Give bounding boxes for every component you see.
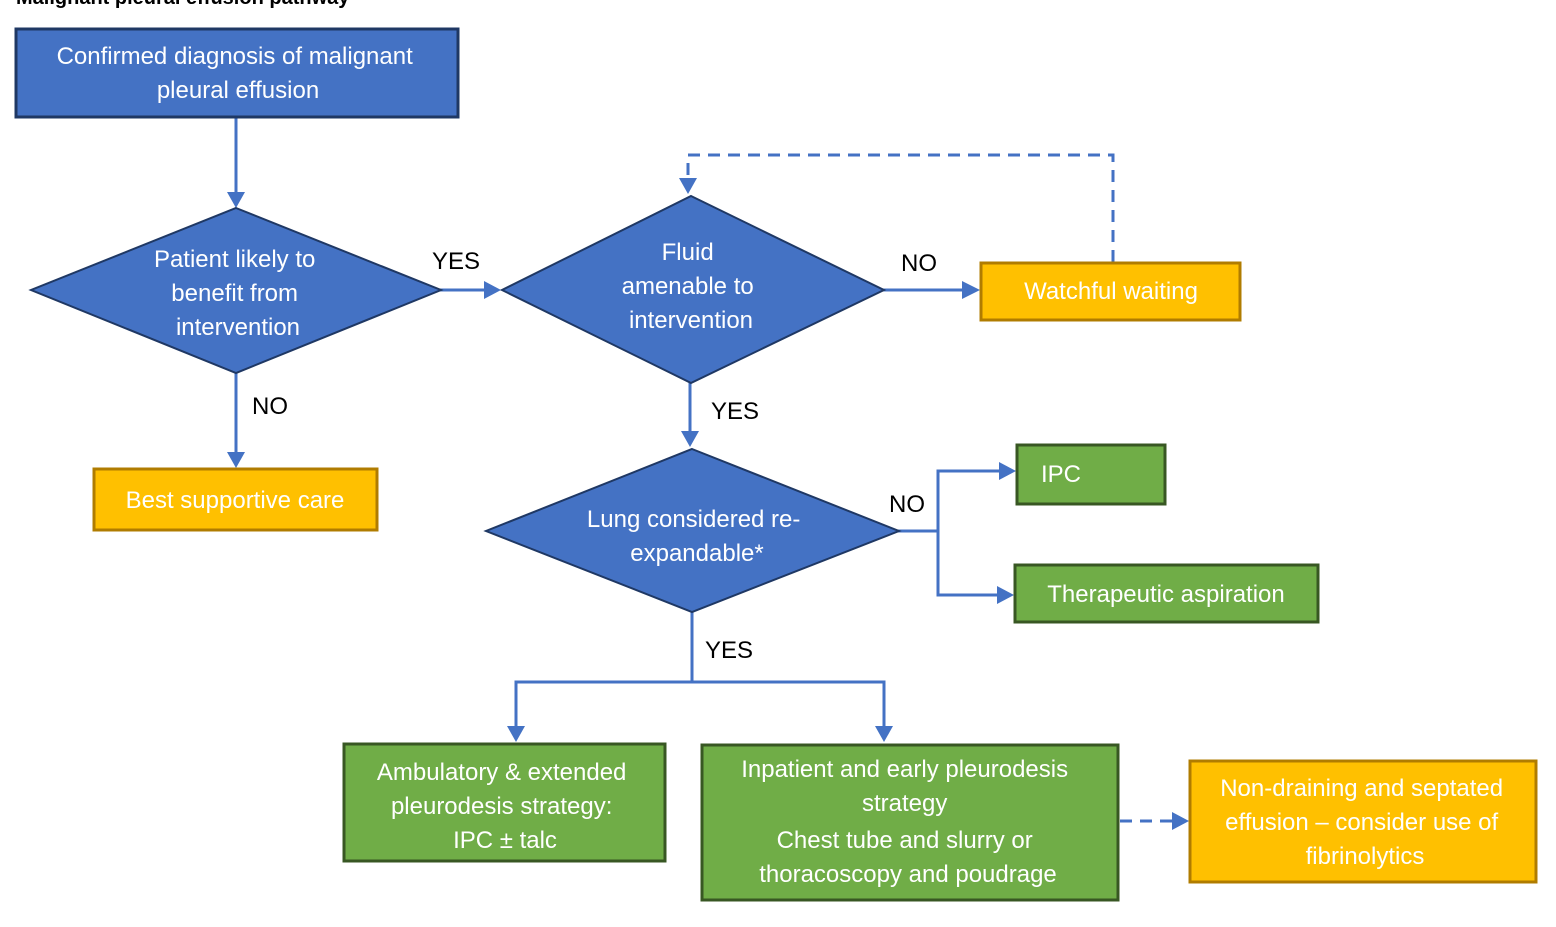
- node-shape: [92, 467, 379, 532]
- node-line: Confirmed diagnosis of malignant: [57, 43, 414, 70]
- edge-lung-ambulatory: [514, 611, 694, 728]
- arrowhead: [997, 586, 1014, 604]
- node-line: Chest tube and slurry or: [777, 827, 1033, 854]
- node-shape: [28, 206, 444, 375]
- edge-lung-ipc: [898, 469, 1001, 533]
- arrowhead: [875, 726, 893, 742]
- node-inpatient-strategy: Inpatient and early pleurodesis strategy…: [700, 743, 1120, 902]
- decision-fluid-amenable: Fluid amenable to intervention: [499, 194, 887, 385]
- node-line: Ambulatory & extended: [377, 759, 626, 786]
- edge-label-yes: YES: [705, 637, 753, 664]
- node-line: Watchful waiting: [1024, 278, 1198, 305]
- edge-label-no: NO: [889, 491, 925, 518]
- edge-watchful-fluid-loop: [686, 153, 1115, 262]
- node-text: Fluid amenable to intervention: [622, 239, 761, 334]
- node-ambulatory-strategy: Ambulatory & extended pleurodesis strate…: [342, 742, 667, 863]
- node-line: effusion – consider use of: [1225, 809, 1498, 836]
- node-line: Therapeutic aspiration: [1047, 581, 1284, 608]
- node-shape: [483, 447, 902, 614]
- node-ipc: IPC: [1015, 443, 1167, 506]
- node-text: Patient likely to benefit from intervent…: [154, 246, 322, 341]
- decision-lung-reexpandable: Lung considered re- expandable*: [483, 447, 902, 614]
- node-shape: [1013, 563, 1320, 624]
- node-text: Therapeutic aspiration: [1047, 581, 1284, 608]
- node-non-draining-effusion: Non-draining and septated effusion – con…: [1188, 759, 1538, 884]
- arrowhead: [227, 192, 245, 208]
- edge-label-no: NO: [901, 250, 937, 277]
- node-line: Fluid: [662, 239, 714, 266]
- arrowhead: [999, 462, 1016, 480]
- node-confirmed-diagnosis: Confirmed diagnosis of malignant pleural…: [14, 27, 460, 119]
- node-line: expandable*: [630, 540, 763, 567]
- edge-labels: YES NO NO YES NO YES: [252, 248, 937, 664]
- arrowhead: [679, 178, 697, 194]
- node-line: benefit from: [171, 280, 298, 307]
- node-line: Patient likely to: [154, 246, 315, 273]
- node-shape: [342, 742, 667, 863]
- node-text: IPC: [1041, 461, 1081, 488]
- node-text: Best supportive care: [126, 487, 345, 514]
- node-text: Non-draining and septated effusion – con…: [1220, 775, 1510, 870]
- node-line: intervention: [629, 307, 753, 334]
- node-line: fibrinolytics: [1306, 843, 1425, 870]
- node-text: Inpatient and early pleurodesis strategy…: [741, 756, 1075, 888]
- edge-label-yes: YES: [432, 248, 480, 275]
- node-line: Lung considered re-: [587, 506, 800, 533]
- arrowhead: [484, 281, 501, 299]
- edge-lung-inpatient: [692, 680, 886, 728]
- node-text: Ambulatory & extended pleurodesis strate…: [377, 759, 633, 854]
- node-line: IPC ± talc: [453, 827, 557, 854]
- node-line: IPC: [1041, 461, 1081, 488]
- node-shape: [14, 27, 460, 119]
- node-line: intervention: [176, 314, 300, 341]
- node-shape: [1015, 443, 1167, 506]
- decision-patient-benefit: Patient likely to benefit from intervent…: [28, 206, 444, 375]
- arrowhead: [1172, 812, 1189, 830]
- node-line: Inpatient and early pleurodesis: [741, 756, 1068, 783]
- node-line: thoracoscopy and poudrage: [759, 861, 1057, 888]
- node-shape: [979, 261, 1242, 322]
- arrowhead: [507, 726, 525, 742]
- node-shape: [499, 194, 887, 385]
- edge-label-no: NO: [252, 393, 288, 420]
- node-line: Non-draining and septated: [1220, 775, 1503, 802]
- node-line: amenable to: [622, 273, 754, 300]
- node-shape: [700, 743, 1120, 902]
- node-text: Confirmed diagnosis of malignant pleural…: [57, 43, 420, 104]
- edge-label-yes: YES: [711, 398, 759, 425]
- connectors: [227, 118, 1189, 830]
- diagram-title: Malignant pleural effusion pathway: [16, 0, 350, 9]
- arrowhead: [227, 452, 245, 468]
- node-line: pleural effusion: [157, 77, 319, 104]
- arrowhead: [962, 281, 980, 299]
- node-line: pleurodesis strategy:: [391, 793, 612, 820]
- node-line: Best supportive care: [126, 487, 345, 514]
- edge-lung-aspiration: [936, 531, 999, 597]
- node-text: Lung considered re- expandable*: [587, 506, 807, 567]
- node-shape: [1188, 759, 1538, 884]
- node-watchful-waiting: Watchful waiting: [979, 261, 1242, 322]
- node-therapeutic-aspiration: Therapeutic aspiration: [1013, 563, 1320, 624]
- arrowhead: [681, 431, 699, 447]
- node-text: Watchful waiting: [1024, 278, 1198, 305]
- node-line: strategy: [862, 790, 947, 817]
- node-best-supportive-care: Best supportive care: [92, 467, 379, 532]
